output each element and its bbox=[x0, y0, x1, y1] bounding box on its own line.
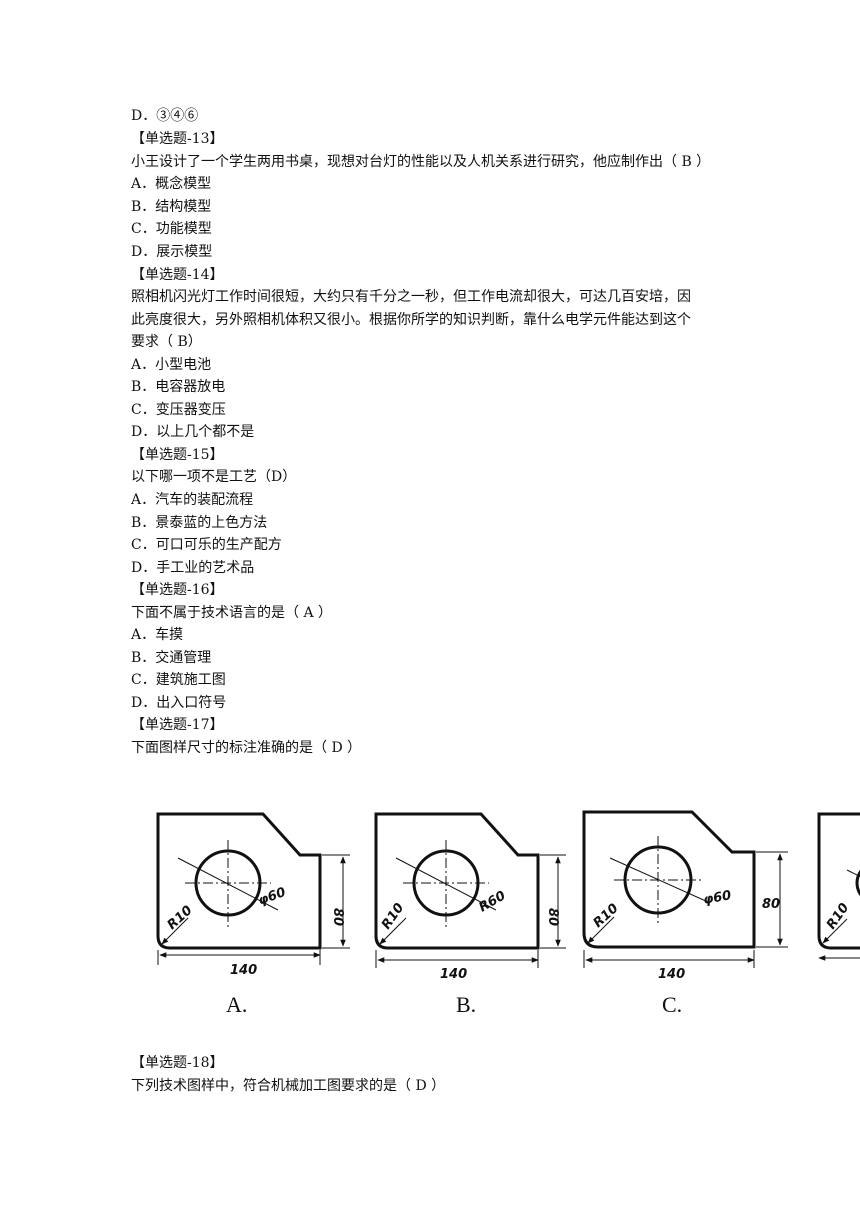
option-c: C．可口可乐的生产配方 bbox=[131, 537, 282, 553]
option-a: A．车摸 bbox=[131, 627, 184, 643]
width-dimension-label: 140 bbox=[658, 967, 685, 982]
height-dimension-label: 80 bbox=[545, 908, 560, 926]
option-c: C．建筑施工图 bbox=[131, 672, 226, 688]
radius-label: R10 bbox=[165, 903, 196, 933]
question-text: 下面不属于技术语言的是（ A ） bbox=[131, 605, 333, 621]
option-label: B. bbox=[456, 992, 476, 1017]
question-text: 以下哪一项不是工艺（D） bbox=[131, 469, 297, 485]
option-a: A．概念模型 bbox=[131, 176, 212, 192]
option-d: D．以上几个都不是 bbox=[131, 424, 255, 440]
option-c: C．变压器变压 bbox=[131, 402, 226, 418]
question-header: 【单选题-16】 bbox=[131, 582, 224, 598]
drawing-option-c: R10 φ60 80 140 C. bbox=[582, 810, 788, 1017]
option-b: B．电容器放电 bbox=[131, 379, 226, 395]
option-d: D．出入口符号 bbox=[131, 695, 227, 711]
width-dimension-label: 140 bbox=[230, 963, 257, 978]
option-label: A. bbox=[226, 992, 247, 1017]
option-label: C. bbox=[662, 992, 682, 1017]
question-header: 【单选题-15】 bbox=[131, 447, 224, 463]
option-a: A．小型电池 bbox=[131, 357, 212, 373]
circle-dimension-label: R60 bbox=[477, 888, 509, 915]
question-text: 要求（ B） bbox=[131, 334, 202, 350]
radius-label: R10 bbox=[591, 901, 622, 931]
option-b: B．结构模型 bbox=[131, 199, 212, 215]
question-text: 下面图样尺寸的标注准确的是（ D ） bbox=[131, 740, 362, 756]
question-text: 下列技术图样中，符合机械加工图要求的是（ D ） bbox=[131, 1078, 446, 1094]
question-text: 照相机闪光灯工作时间很短，大约只有千分之一秒，但工作电流却很大，可达几百安培，因 bbox=[131, 289, 691, 305]
width-dimension-label: 140 bbox=[440, 967, 467, 982]
dimension-drawings-figure: R10 φ60 80 140 A. R10 bbox=[150, 800, 860, 1020]
drawing-option-b: R10 R60 80 140 B. bbox=[374, 812, 566, 1017]
option-a: A．汽车的装配流程 bbox=[131, 492, 254, 508]
question-header: 【单选题-13】 bbox=[131, 131, 224, 147]
question-text: 此亮度很大，另外照相机体积又很小。根据你所学的知识判断，靠什么电学元件能达到这个 bbox=[131, 312, 691, 328]
question-header: 【单选题-14】 bbox=[131, 267, 224, 283]
radius-label: R10 bbox=[379, 901, 407, 933]
option-d: D．手工业的艺术品 bbox=[131, 560, 255, 576]
height-dimension-label: 80 bbox=[330, 908, 345, 926]
option-b: B．交通管理 bbox=[131, 650, 212, 666]
question-header: 【单选题-18】 bbox=[131, 1055, 224, 1071]
drawing-option-d: R10 bbox=[817, 812, 860, 961]
option-d: D．展示模型 bbox=[131, 244, 213, 260]
question-header: 【单选题-17】 bbox=[131, 717, 224, 733]
circle-dimension-label: φ60 bbox=[702, 888, 732, 908]
height-dimension-label: 80 bbox=[762, 897, 780, 912]
question-text: 小王设计了一个学生两用书桌，现想对台灯的性能以及人机关系进行研究，他应制作出（ … bbox=[131, 154, 711, 170]
radius-label: R10 bbox=[824, 901, 852, 933]
option-c: C．功能模型 bbox=[131, 221, 212, 237]
option-b: B．景泰蓝的上色方法 bbox=[131, 515, 268, 531]
drawing-option-a: R10 φ60 80 140 A. bbox=[156, 812, 350, 1017]
text-line: D．③④⑥ bbox=[131, 108, 199, 124]
